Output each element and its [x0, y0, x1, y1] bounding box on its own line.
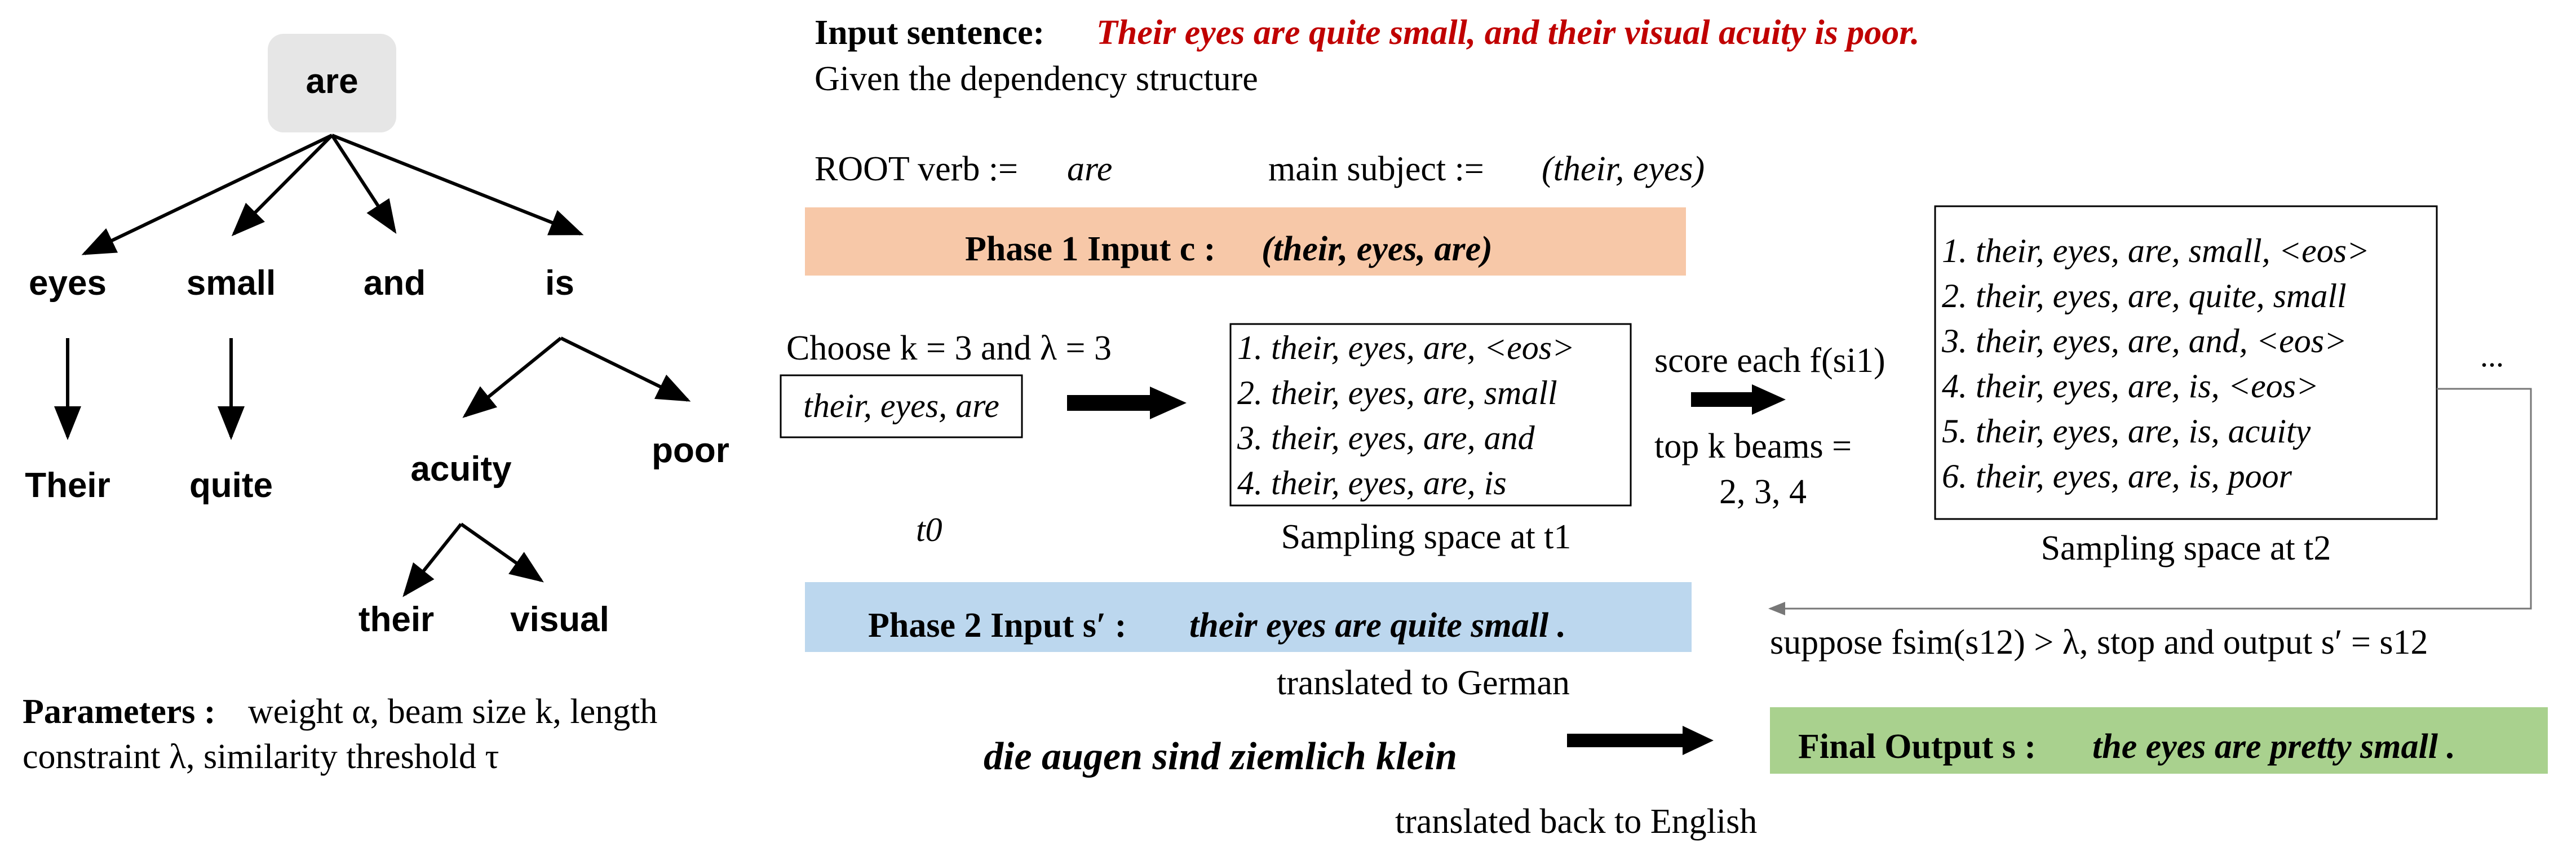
edge-are-small	[231, 134, 334, 237]
sampling-t2-item: 6. their, eyes, are, is, poor	[1942, 458, 2292, 495]
score-each: score each f(si1)	[1654, 341, 1885, 380]
node-visual: visual	[510, 600, 609, 639]
sampling-t1-item: 1. their, eyes, are, <eos>	[1237, 329, 1575, 366]
scoring: score each f(si1) top k beams = 2, 3, 4	[1654, 341, 1885, 511]
root-verb-label: ROOT verb :=	[815, 150, 1018, 188]
top-k-values: 2, 3, 4	[1719, 473, 1807, 511]
dependency-tree: are eyes small and is Their quite acuity…	[25, 34, 729, 639]
sampling-t2-caption: Sampling space at t2	[2041, 529, 2331, 567]
continuation-ellipsis: ...	[2480, 339, 2504, 374]
step-t0: Choose k = 3 and λ = 3 their, eyes, are …	[780, 329, 1112, 548]
phase2-background	[805, 582, 1692, 652]
edge-are-and	[330, 134, 397, 234]
input-sentence-label: Input sentence:	[815, 14, 1044, 52]
feedback-connector	[1768, 388, 2532, 615]
sampling-t2-box	[1934, 205, 2438, 520]
node-quite: quite	[189, 466, 273, 505]
arrow-to-t1	[1067, 387, 1187, 419]
final-background	[1770, 707, 2548, 774]
root-verb-value: are	[1067, 150, 1112, 188]
root-node-box	[268, 34, 396, 132]
sampling-t1-item: 2. their, eyes, are, small	[1237, 374, 1557, 411]
sampling-space-t2: 1. their, eyes, are, small, <eos> 2. the…	[1768, 205, 2532, 615]
header: Input sentence: Their eyes are quite sma…	[815, 14, 1919, 188]
final-label: Final Output s :	[1798, 728, 2036, 766]
translation: translated to German die augen sind ziem…	[984, 664, 1757, 841]
phase2-label: Phase 2 Input s′ :	[868, 606, 1126, 645]
sampling-t1-item: 4. their, eyes, are, is	[1237, 464, 1507, 502]
phase2-value: their eyes are quite small .	[1189, 606, 1566, 645]
translated-back: translated back to English	[1395, 802, 1757, 841]
node-poor: poor	[652, 431, 729, 470]
sampling-t2-item: 1. their, eyes, are, small, <eos>	[1942, 232, 2370, 269]
phase1-label: Phase 1 Input c :	[965, 230, 1215, 268]
phase1-background	[805, 207, 1686, 276]
node-their-upper: Their	[25, 466, 110, 505]
final-value: the eyes are pretty small .	[2092, 728, 2455, 766]
edge-acuity-visual	[460, 522, 544, 583]
arrow-to-final	[1567, 726, 1714, 755]
phase1-bar: Phase 1 Input c : (their, eyes, are)	[805, 207, 1686, 276]
parameters-line2: constraint λ, similarity threshold τ	[23, 738, 499, 776]
node-and: and	[364, 264, 426, 303]
sampling-t2-item: 2. their, eyes, are, quite, small	[1942, 277, 2347, 314]
parameters-label: Parameters :	[23, 693, 216, 731]
sampling-t2-item: 3. their, eyes, are, and, <eos>	[1941, 322, 2347, 360]
root-node: are	[306, 62, 358, 101]
node-eyes: eyes	[29, 264, 107, 303]
sampling-t1-item: 3. their, eyes, are, and	[1237, 419, 1535, 456]
translated-to-german: translated to German	[1277, 664, 1570, 702]
phase1-value: (their, eyes, are)	[1262, 230, 1493, 268]
top-k-beams: top k beams =	[1654, 427, 1852, 465]
sampling-t2-item: 5. their, eyes, are, is, acuity	[1942, 412, 2311, 450]
phase2-bar: Phase 2 Input s′ : their eyes are quite …	[805, 582, 1692, 652]
sampling-t2-item: 4. their, eyes, are, is, <eos>	[1942, 367, 2319, 405]
main-subject-value: (their, eyes)	[1542, 150, 1705, 188]
initial-beam: their, eyes, are	[803, 387, 999, 424]
edge-acuity-their	[402, 523, 463, 597]
stop-rule: suppose fsim(s12) > λ, stop and output s…	[1770, 623, 2428, 662]
edge-is-acuity	[462, 336, 562, 418]
time-t0: t0	[916, 511, 942, 548]
edge-are-is	[331, 134, 584, 236]
main-subject-label: main subject :=	[1268, 150, 1484, 188]
choose-params: Choose k = 3 and λ = 3	[786, 329, 1112, 367]
node-their-lower: their	[358, 600, 434, 639]
initial-beam-box	[780, 374, 1023, 438]
node-is: is	[545, 264, 574, 303]
sampling-t1-caption: Sampling space at t1	[1281, 518, 1572, 556]
parameters: Parameters : weight α, beam size k, leng…	[23, 693, 657, 776]
dependency-line: Given the dependency structure	[815, 60, 1258, 98]
parameters-line1: weight α, beam size k, length	[248, 693, 657, 731]
node-acuity: acuity	[410, 450, 512, 489]
german-translation: die augen sind ziemlich klein	[984, 735, 1457, 778]
node-small: small	[187, 264, 276, 303]
edge-is-poor	[560, 336, 691, 402]
input-sentence: Their eyes are quite small, and their vi…	[1096, 14, 1919, 52]
edge-are-eyes	[81, 134, 333, 255]
sampling-space-t1: 1. their, eyes, are, <eos> 2. their, eye…	[1229, 323, 1632, 556]
sampling-t1-box	[1229, 323, 1632, 507]
final-output-bar: Final Output s : the eyes are pretty sma…	[1770, 707, 2548, 774]
